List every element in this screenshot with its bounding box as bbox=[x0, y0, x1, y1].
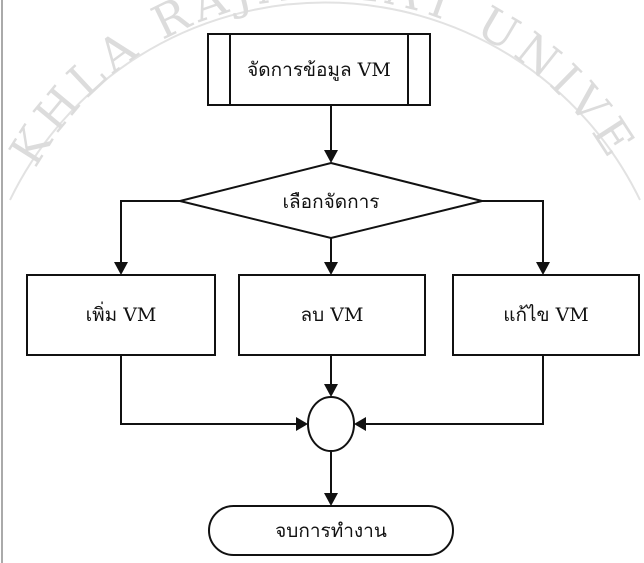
edit-label: แก้ไข VM bbox=[503, 304, 589, 326]
node-delete: ลบ VM bbox=[238, 274, 426, 356]
arrowhead-decision bbox=[324, 150, 338, 163]
arrowhead-connector-right bbox=[354, 417, 366, 431]
node-edit: แก้ไข VM bbox=[452, 274, 640, 356]
edges bbox=[114, 105, 550, 506]
edit-box bbox=[452, 274, 640, 356]
end-label: จบการทำงาน bbox=[275, 520, 387, 542]
arrowhead-edit bbox=[536, 262, 550, 275]
end-terminator bbox=[208, 505, 454, 556]
edge-decision-edit bbox=[482, 200, 544, 264]
delete-box bbox=[238, 274, 426, 356]
edge-decision-add bbox=[120, 200, 180, 264]
connector-circle bbox=[307, 396, 355, 452]
decision-diamond bbox=[179, 161, 483, 240]
node-process: จัดการข้อมูล VM bbox=[207, 33, 431, 106]
arrowhead-connector-left bbox=[296, 417, 308, 431]
decision-label: เลือกจัดการ bbox=[283, 191, 380, 213]
process-label: จัดการข้อมูล VM bbox=[247, 59, 391, 81]
node-end: จบการทำงาน bbox=[208, 505, 454, 556]
delete-label: ลบ VM bbox=[301, 304, 364, 326]
arrowhead-connector-top bbox=[324, 384, 338, 397]
edge-add-connector bbox=[120, 355, 298, 425]
add-box bbox=[26, 274, 216, 356]
arrowhead-end bbox=[324, 493, 338, 506]
node-connector bbox=[307, 396, 355, 452]
node-decision: เลือกจัดการ bbox=[179, 161, 483, 240]
watermark-ring bbox=[9, 1, 641, 201]
process-box bbox=[207, 33, 431, 106]
add-label: เพิ่ม VM bbox=[86, 301, 157, 326]
arrowhead-add bbox=[114, 262, 128, 275]
node-add: เพิ่ม VM bbox=[26, 274, 216, 356]
edge-edit-connector bbox=[364, 355, 544, 425]
arrowhead-delete bbox=[324, 262, 338, 275]
